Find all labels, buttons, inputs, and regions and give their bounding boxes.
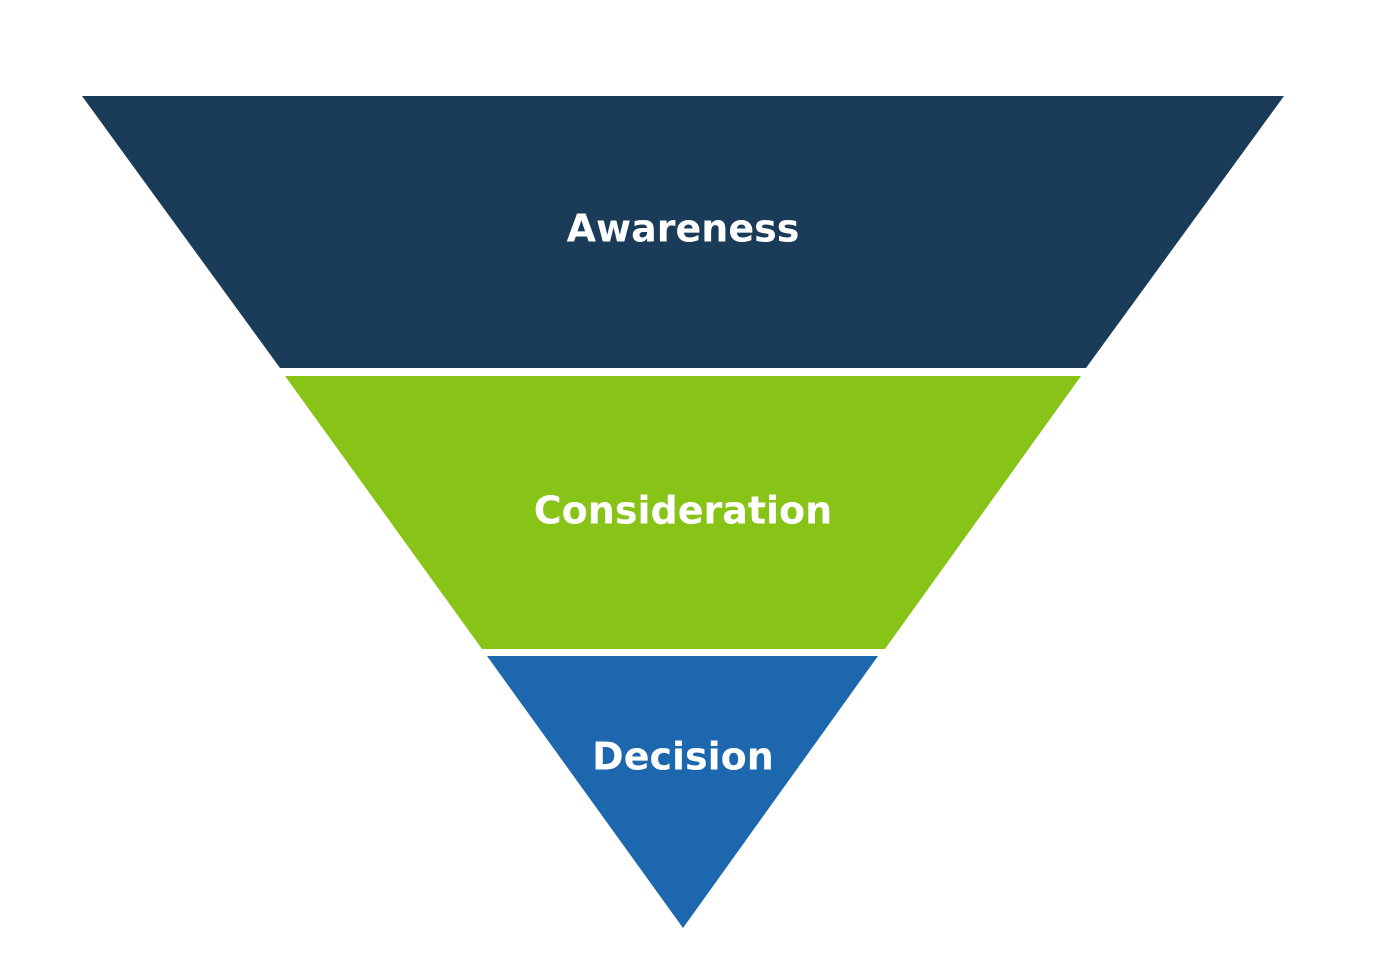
funnel-stage-decision: Decision [487, 656, 878, 928]
funnel-stage-consideration: Consideration [285, 376, 1081, 649]
funnel-stage-awareness-shape [82, 96, 1284, 368]
funnel-stage-awareness: Awareness [82, 96, 1284, 368]
funnel-stage-consideration-shape [285, 376, 1081, 649]
funnel-stage-awareness-label: Awareness [567, 207, 800, 251]
funnel-stage-decision-shape [487, 656, 878, 928]
funnel-stage-decision-label: Decision [592, 735, 774, 779]
funnel-stage-consideration-label: Consideration [534, 489, 832, 533]
